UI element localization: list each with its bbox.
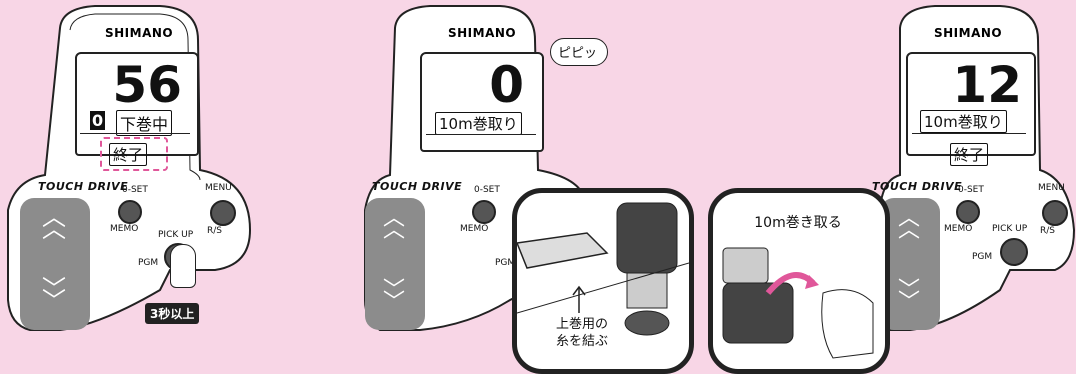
brand-logo: SHIMANO <box>934 26 1003 40</box>
tie-line-inset: 上巻用の 糸を結ぶ <box>512 188 694 374</box>
lcd-end-label: 終了 <box>950 143 989 166</box>
lcd-divider <box>426 134 536 135</box>
menu-label: MENU <box>205 183 232 193</box>
oset-label: 0-SET <box>474 185 500 195</box>
tie-line-caption-2: 糸を結ぶ <box>555 334 608 349</box>
end-highlight <box>100 137 168 171</box>
oset-memo-button[interactable] <box>472 200 496 224</box>
touch-drive-logo: TOUCH DRIVE <box>38 180 129 193</box>
rs-label: R/S <box>207 226 222 236</box>
touch-drive-paddle[interactable]: ︿︿ ﹀﹀ <box>365 198 425 330</box>
reel-display-panel-1: SHIMANO 56 0 下巻中 終了 TOUCH DRIVE ︿︿ ﹀﹀ 0-… <box>0 0 260 367</box>
speech-bubble <box>550 38 608 66</box>
chevron-up-icon: ︿︿ <box>42 204 66 243</box>
hold-badge: 3秒以上 <box>145 303 200 324</box>
chevron-down-icon: ﹀﹀ <box>42 276 66 315</box>
chevron-down-icon: ﹀﹀ <box>383 277 406 314</box>
pgm-label: PGM <box>972 252 993 262</box>
speech-text: ピピッ <box>558 46 598 61</box>
touch-drive-logo: TOUCH DRIVE <box>372 180 463 193</box>
lcd-index-label: 0 <box>90 111 106 130</box>
lcd-end-label: 終了 <box>109 143 148 166</box>
touch-drive-paddle[interactable]: ︿︿ ﹀﹀ <box>880 198 940 330</box>
lcd-mode-label: 10m巻取り <box>920 110 1007 133</box>
pickup-label: PICK UP <box>158 230 194 240</box>
memo-label: MEMO <box>460 224 489 234</box>
lcd-mode-label: 下巻中 <box>116 110 173 136</box>
brand-logo: SHIMANO <box>448 26 517 40</box>
reel-display-panel-3: SHIMANO 12 10m巻取り 終了 TOUCH DRIVE ︿︿ ﹀﹀ 0… <box>860 0 1076 367</box>
finger-icon <box>170 244 196 288</box>
lcd-depth-number: 12 <box>952 56 1022 114</box>
lcd-mode-label: 10m巻取り <box>435 112 522 135</box>
menu-label: MENU <box>1038 183 1065 193</box>
lcd-divider <box>80 133 190 134</box>
pickup-button[interactable] <box>1000 238 1028 266</box>
lcd-screen <box>420 52 544 152</box>
lcd-depth-number: 56 <box>112 56 182 114</box>
lcd-depth-number: 0 <box>489 56 524 114</box>
oset-memo-button[interactable] <box>956 200 980 224</box>
menu-rs-button[interactable] <box>1042 200 1068 226</box>
reel-handle-illustration <box>517 202 689 336</box>
pgm-label: PGM <box>495 258 516 268</box>
memo-label: MEMO <box>110 224 139 234</box>
winding-inset: 10m巻き取る <box>708 188 890 374</box>
oset-label: 0-SET <box>122 185 148 195</box>
lcd-screen <box>906 52 1036 156</box>
oset-memo-button[interactable] <box>118 200 142 224</box>
chevron-down-icon: ﹀﹀ <box>898 277 921 314</box>
touch-drive-logo: TOUCH DRIVE <box>872 180 963 193</box>
brand-logo: SHIMANO <box>105 26 174 40</box>
lcd-divider <box>912 133 1026 134</box>
pgm-label: PGM <box>138 258 159 268</box>
touch-drive-paddle[interactable]: ︿︿ ﹀﹀ <box>20 198 90 330</box>
tie-line-caption-1: 上巻用の <box>555 317 608 332</box>
oset-label: 0-SET <box>958 185 984 195</box>
reel-display-panel-2: SHIMANO 0 10m巻取り ピピッ TOUCH DRIVE ︿︿ ﹀﹀ 0… <box>360 0 694 374</box>
rs-label: R/S <box>1040 226 1055 236</box>
winding-instruction: 10m巻き取る <box>754 215 842 231</box>
menu-rs-button[interactable] <box>210 200 236 226</box>
memo-label: MEMO <box>944 224 973 234</box>
chevron-up-icon: ︿︿ <box>383 205 406 242</box>
winding-hand-illustration <box>722 247 874 359</box>
pickup-label: PICK UP <box>992 224 1028 234</box>
chevron-up-icon: ︿︿ <box>898 205 921 242</box>
